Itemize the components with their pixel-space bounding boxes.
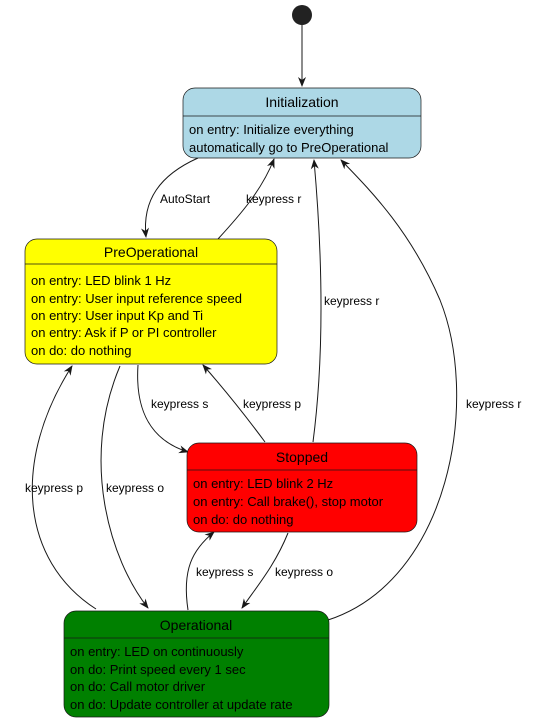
state-preoperational-box <box>24 238 278 365</box>
label-stopped-to-pre: keypress p <box>243 397 301 411</box>
initial-state-dot <box>292 5 312 25</box>
label-operational-to-pre: keypress p <box>25 481 83 495</box>
edge-pre-to-init <box>217 158 275 240</box>
label-stopped-to-init: keypress r <box>324 294 379 308</box>
edge-pre-to-operational <box>100 365 149 609</box>
state-preoperational-line: on entry: Ask if P or PI controller <box>31 325 217 340</box>
state-preoperational-line: on entry: User input Kp and Ti <box>31 308 203 323</box>
edge-stopped-to-operational <box>241 532 289 609</box>
label-pre-to-operational: keypress o <box>106 481 164 495</box>
state-stopped-line: on entry: LED blink 2 Hz <box>193 476 333 491</box>
edge-operational-to-pre <box>31 365 97 610</box>
state-preoperational[interactable]: PreOperational on entry: LED blink 1 Hz … <box>24 238 278 365</box>
state-stopped-box <box>186 442 418 533</box>
state-initialization-box <box>182 87 422 159</box>
edge-pre-to-stopped <box>137 364 189 454</box>
state-initialization-title: Initialization <box>265 94 338 110</box>
state-operational-box <box>63 610 330 718</box>
edge-stopped-to-pre <box>202 364 266 443</box>
state-stopped-title: Stopped <box>276 449 328 465</box>
state-preoperational-line: on do: do nothing <box>31 343 131 358</box>
state-preoperational-line: on entry: User input reference speed <box>31 291 242 306</box>
state-operational-line: on entry: LED on continuously <box>70 644 244 659</box>
state-operational[interactable]: Operational on entry: LED on continuousl… <box>63 610 330 718</box>
state-preoperational-line: on entry: LED blink 1 Hz <box>31 273 171 288</box>
state-stopped-line: on entry: Call brake(), stop motor <box>193 494 384 509</box>
label-operational-to-stopped: keypress s <box>196 565 253 579</box>
state-stopped[interactable]: Stopped on entry: LED blink 2 Hz on entr… <box>186 442 418 533</box>
state-operational-line: on do: Print speed every 1 sec <box>70 662 246 677</box>
label-pre-to-init: keypress r <box>246 192 301 206</box>
edge-operational-to-init <box>327 159 458 621</box>
label-stopped-to-operational: keypress o <box>275 565 333 579</box>
edge-stopped-to-init <box>310 159 322 443</box>
edge-operational-to-stopped <box>185 531 215 611</box>
state-initialization-line: automatically go to PreOperational <box>189 140 389 155</box>
state-stopped-line: on do: do nothing <box>193 512 293 527</box>
edge-autostart <box>141 157 199 238</box>
label-operational-to-init: keypress r <box>466 397 521 411</box>
state-initialization[interactable]: Initialization on entry: Initialize ever… <box>182 87 422 159</box>
label-autostart: AutoStart <box>160 192 211 206</box>
state-operational-line: on do: Update controller at update rate <box>70 697 293 712</box>
state-operational-line: on do: Call motor driver <box>70 679 206 694</box>
state-operational-title: Operational <box>160 617 232 633</box>
state-initialization-line: on entry: Initialize everything <box>189 122 354 137</box>
label-pre-to-stopped: keypress s <box>151 397 208 411</box>
state-preoperational-title: PreOperational <box>104 244 198 260</box>
